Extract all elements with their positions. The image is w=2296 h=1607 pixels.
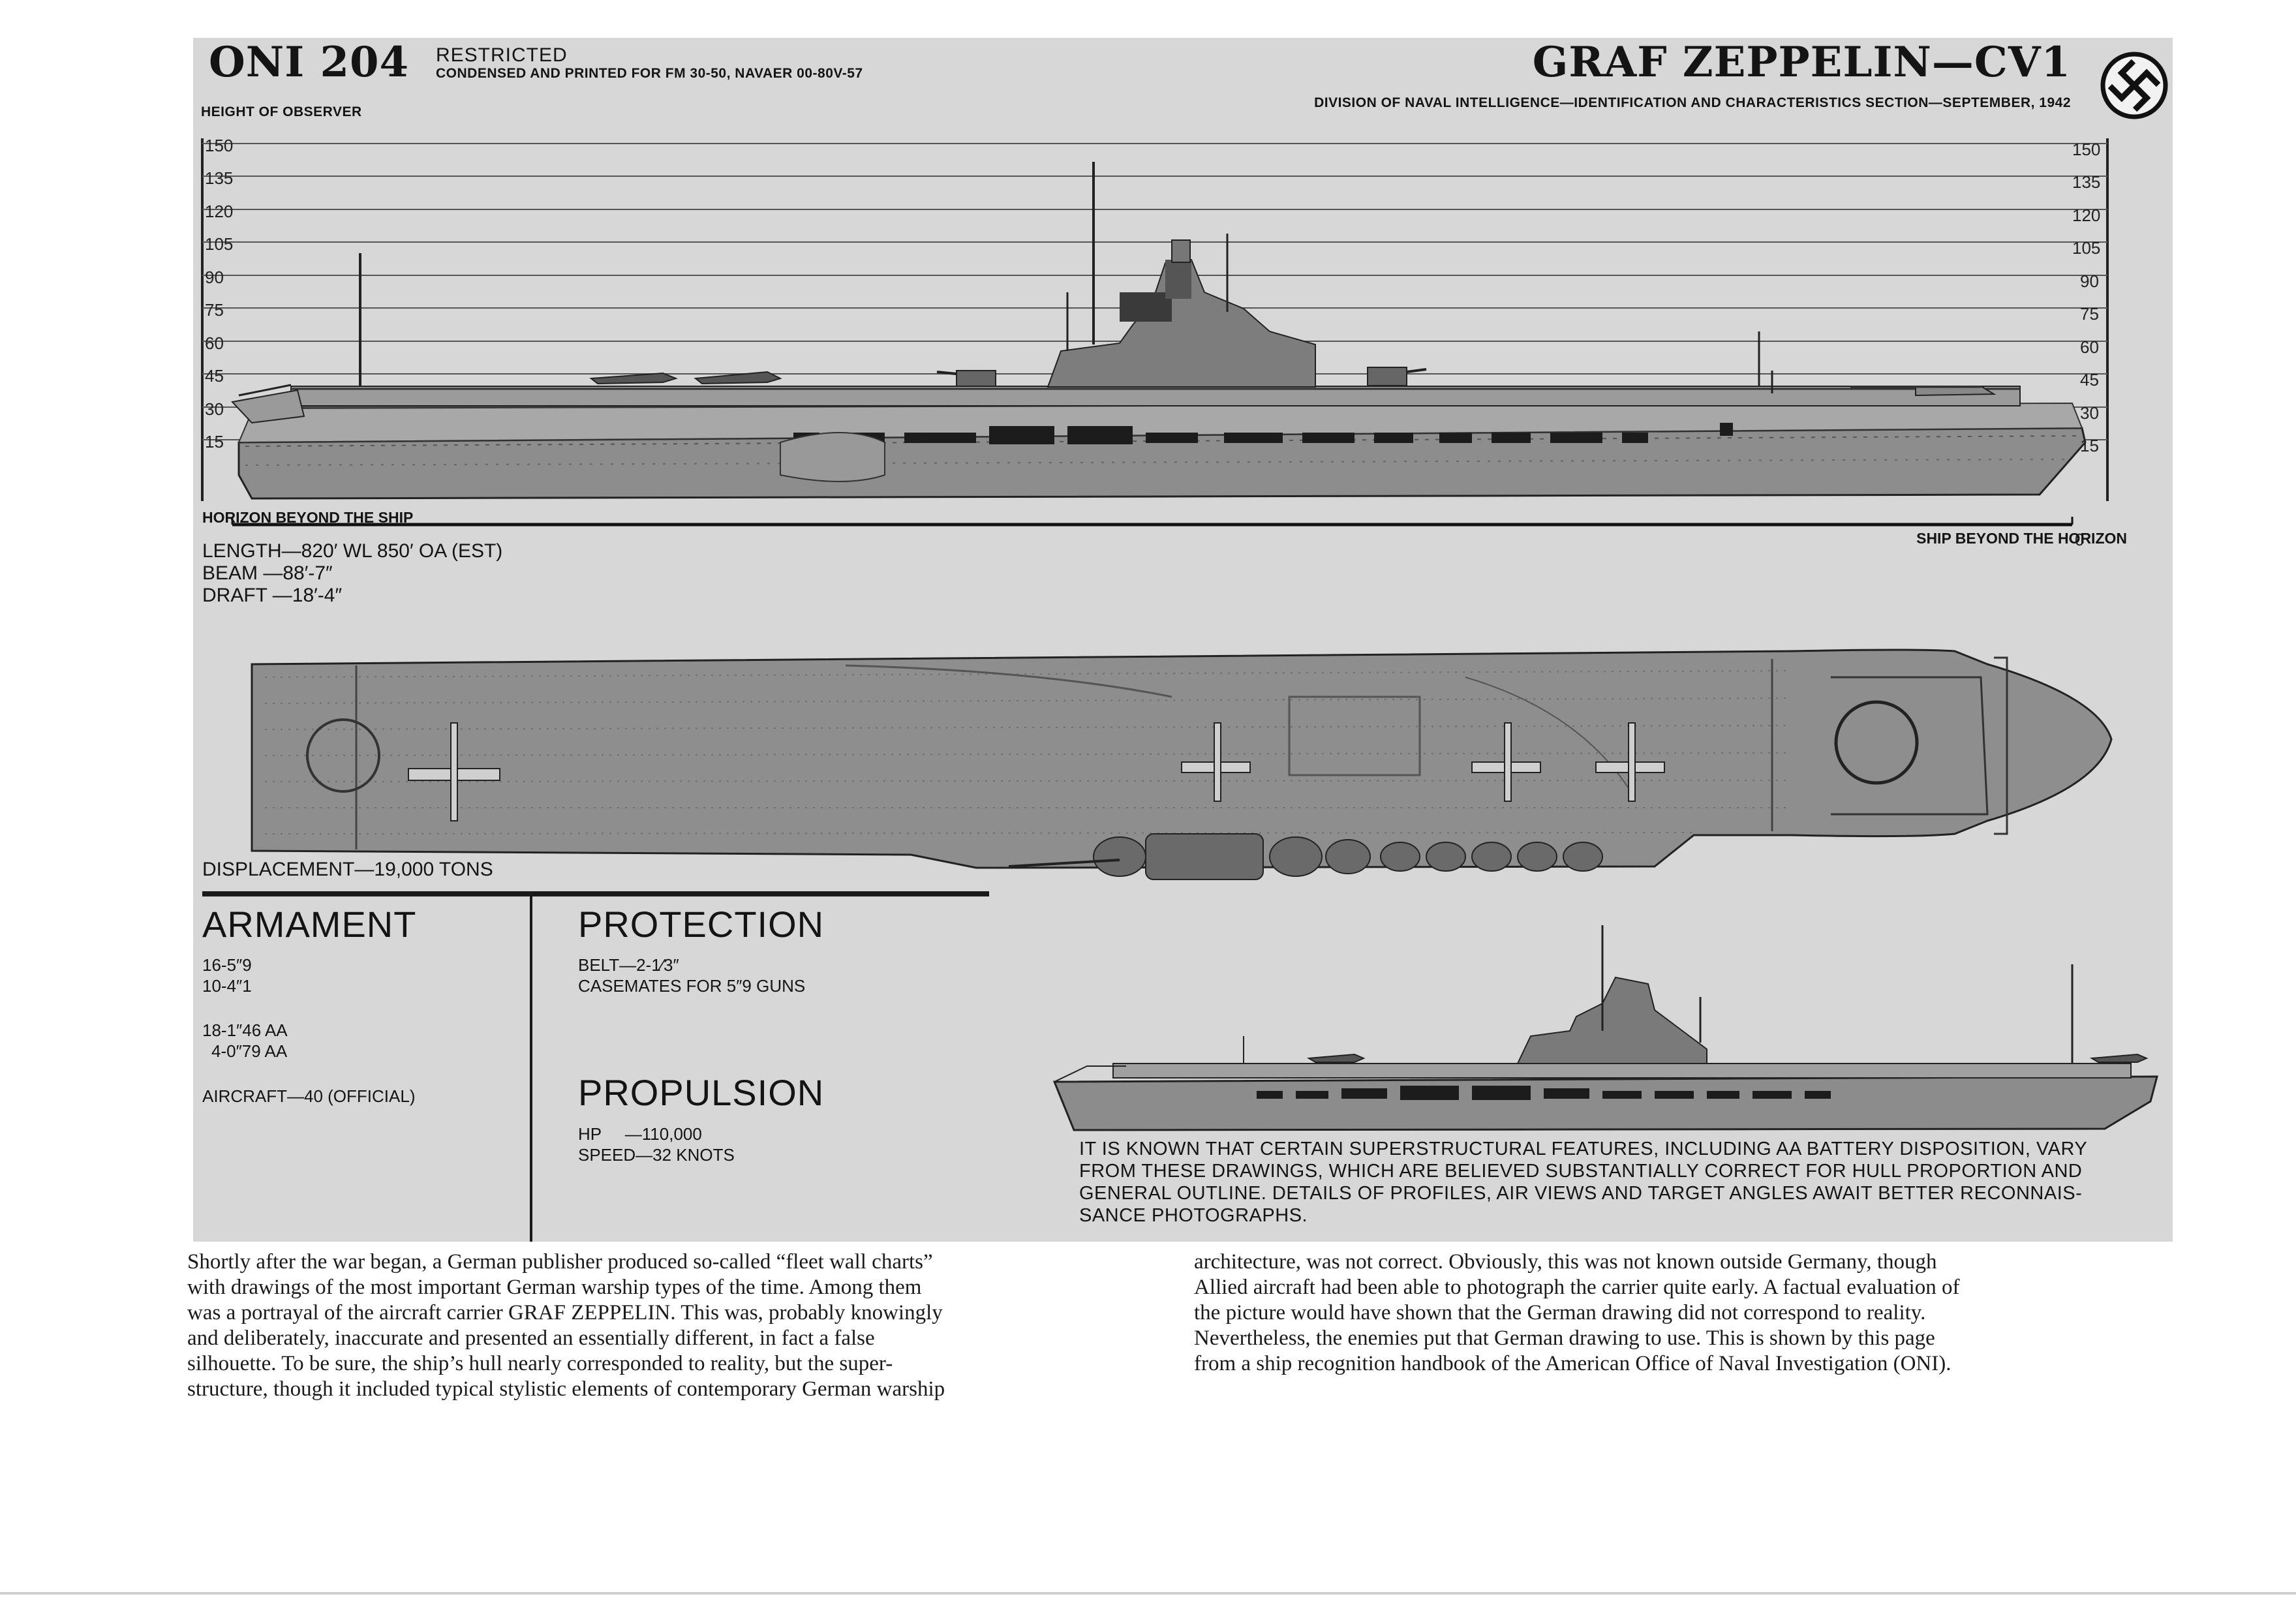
division-line: DIVISION OF NAVAL INTELLIGENCE—IDENTIFIC… xyxy=(1314,95,2071,110)
scale-left-75: 75 xyxy=(205,300,224,320)
scale-left-105: 105 xyxy=(205,234,234,254)
aircraft-count: AIRCRAFT—40 (OFFICIAL) xyxy=(202,1086,416,1106)
scale-right-135: 135 xyxy=(2072,172,2101,192)
caveat-note: IT IS KNOWN THAT CERTAIN SUPERSTRUCTURAL… xyxy=(1079,1138,2162,1227)
scale-left-30: 30 xyxy=(205,399,224,419)
dimensions-block: LENGTH—820′ WL 850′ OA (EST) BEAM —88′-7… xyxy=(202,540,502,607)
scale-right-120: 120 xyxy=(2072,206,2101,225)
scale-left-150: 150 xyxy=(205,136,234,155)
note-line: GENERAL OUTLINE. DETAILS OF PROFILES, AI… xyxy=(1079,1183,2083,1204)
armament-aa: 18-1″46 AA 4-0″79 AA xyxy=(202,1020,288,1062)
beam-value: BEAM —88′-7″ xyxy=(202,562,333,584)
scale-right-150: 150 xyxy=(2072,140,2101,159)
armament-line: 4-0″79 AA xyxy=(211,1041,288,1061)
scale-left-90: 90 xyxy=(205,268,224,287)
recognition-plate: ONI 204 RESTRICTED CONDENSED AND PRINTED… xyxy=(193,38,2173,1242)
caption-line: and deliberately, inaccurate and present… xyxy=(187,1326,875,1350)
swastika-roundel-icon xyxy=(2098,50,2170,121)
scale-left-60: 60 xyxy=(205,333,224,353)
small-profile-panel xyxy=(1048,886,2170,1134)
scale-right-75: 75 xyxy=(2080,304,2099,324)
scale-zero: 0 xyxy=(2075,530,2085,549)
protection-line: BELT—2-1⁄3″ xyxy=(578,955,679,975)
propulsion-title: PROPULSION xyxy=(578,1072,825,1113)
caption-line: from a ship recognition handbook of the … xyxy=(1194,1352,1952,1375)
ship-title: GRAF ZEPPELIN—CV1 xyxy=(1532,38,2071,87)
armament-line: 16-5″9 xyxy=(202,955,252,975)
caption-line: was a portrayal of the aircraft carrier … xyxy=(187,1301,943,1324)
caption-line: structure, though it included typical st… xyxy=(187,1377,945,1401)
protection-line: CASEMATES FOR 5″9 GUNS xyxy=(578,976,806,996)
caption-line: silhouette. To be sure, the ship’s hull … xyxy=(187,1352,893,1375)
scale-left-45: 45 xyxy=(205,366,224,386)
caption-line: Nevertheless, the enemies put that Germa… xyxy=(1194,1326,1935,1350)
caption-line: Shortly after the war began, a German pu… xyxy=(187,1250,933,1274)
column-divider xyxy=(530,896,532,1242)
propulsion-lines: HP —110,000 SPEED—32 KNOTS xyxy=(578,1124,735,1165)
note-line: FROM THESE DRAWINGS, WHICH ARE BELIEVED … xyxy=(1079,1161,2083,1182)
caption-line: the picture would have shown that the Ge… xyxy=(1194,1301,1926,1324)
scan-edge xyxy=(0,1592,2296,1595)
side-profile-panel: 150 135 120 105 90 75 60 45 30 15 150 13… xyxy=(193,136,2173,553)
protection-lines: BELT—2-1⁄3″ CASEMATES FOR 5″9 GUNS xyxy=(578,955,805,996)
propulsion-line: SPEED—32 KNOTS xyxy=(578,1145,735,1165)
caption-left: Shortly after the war began, a German pu… xyxy=(187,1249,1127,1402)
protection-title: PROTECTION xyxy=(578,904,825,945)
caption-line: Allied aircraft had been able to photogr… xyxy=(1194,1276,1960,1299)
height-of-observer-label: HEIGHT OF OBSERVER xyxy=(201,104,362,119)
scale-left-120: 120 xyxy=(205,202,234,221)
condensed-note: CONDENSED AND PRINTED FOR FM 30-50, NAVA… xyxy=(436,66,863,81)
horizon-beyond-ship-label: HORIZON BEYOND THE SHIP xyxy=(202,509,414,526)
scale-right-45: 45 xyxy=(2080,370,2099,390)
oni-code: ONI 204 xyxy=(209,38,410,87)
armament-line: 10-4″1 xyxy=(202,976,252,996)
restricted-label: RESTRICTED xyxy=(436,44,568,66)
armament-line: 18-1″46 AA xyxy=(202,1020,288,1040)
caption-line: architecture, was not correct. Obviously… xyxy=(1194,1250,1937,1274)
caption-line: with drawings of the most important Germ… xyxy=(187,1276,922,1299)
scale-right-30: 30 xyxy=(2080,403,2099,423)
armament-guns: 16-5″9 10-4″1 xyxy=(202,955,252,996)
scale-right-90: 90 xyxy=(2080,271,2099,291)
section-divider xyxy=(202,891,989,896)
scale-right-15: 15 xyxy=(2080,436,2099,455)
caption-right: architecture, was not correct. Obviously… xyxy=(1194,1249,2134,1377)
note-line: SANCE PHOTOGRAPHS. xyxy=(1079,1205,1308,1226)
length-value: LENGTH—820′ WL 850′ OA (EST) xyxy=(202,540,503,562)
scale-left-135: 135 xyxy=(205,168,234,188)
note-line: IT IS KNOWN THAT CERTAIN SUPERSTRUCTURAL… xyxy=(1079,1139,2088,1159)
draft-value: DRAFT —18′-4″ xyxy=(202,585,343,606)
displacement-value: DISPLACEMENT—19,000 TONS xyxy=(202,859,493,880)
plan-view-panel xyxy=(193,625,2173,899)
scale-right-60: 60 xyxy=(2080,337,2099,357)
scale-left-15: 15 xyxy=(205,432,224,451)
propulsion-line: HP —110,000 xyxy=(578,1124,702,1144)
ship-beyond-horizon-label: SHIP BEYOND THE HORIZON xyxy=(1916,530,2127,547)
scale-right-105: 105 xyxy=(2072,238,2101,258)
armament-title: ARMAMENT xyxy=(202,904,417,945)
